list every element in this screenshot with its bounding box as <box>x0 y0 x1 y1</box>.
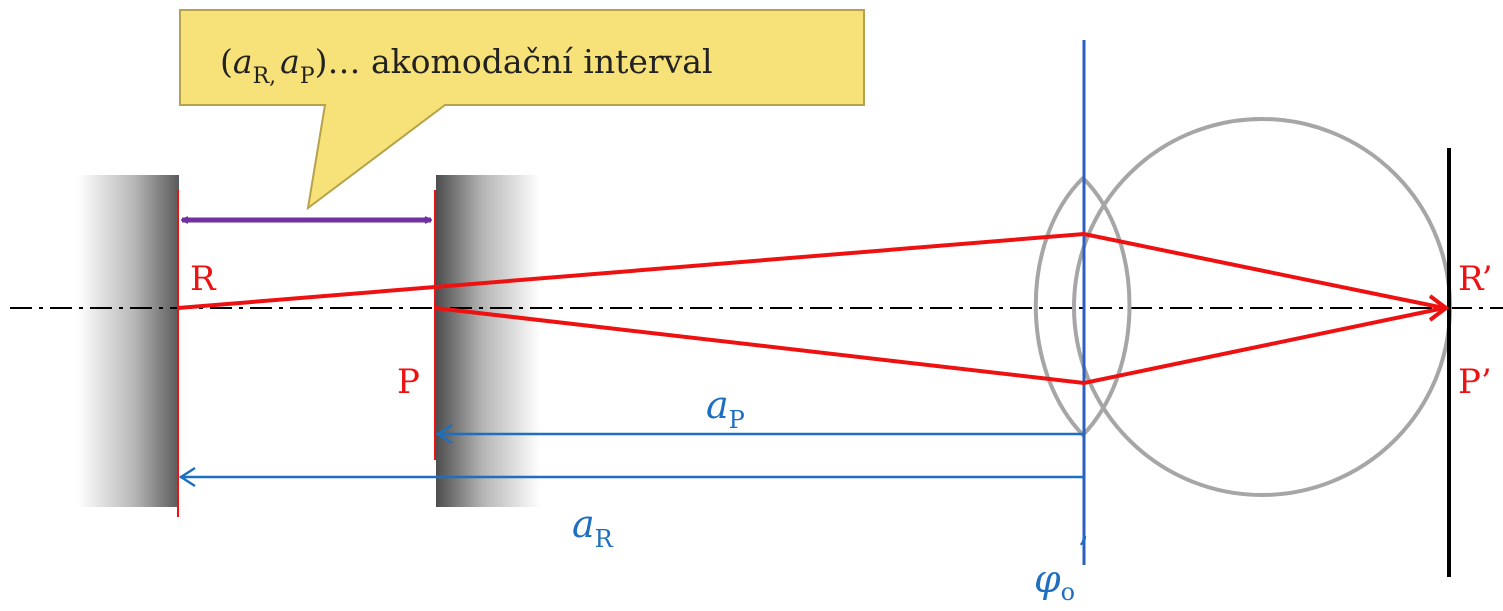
near-point-wall <box>436 175 540 507</box>
callout-bubble <box>179 9 865 211</box>
distance-aR-arrowhead <box>178 466 196 488</box>
label-phi-o-prime: φo’ <box>1034 529 1089 606</box>
label-aR: aR <box>572 502 614 553</box>
far-point-wall <box>78 175 179 507</box>
distance-aP-arrowhead <box>435 423 453 445</box>
image-arrowhead <box>1428 294 1450 322</box>
label-R: R <box>190 259 217 299</box>
label-P: P <box>397 362 420 402</box>
ray-from-P <box>434 306 1445 386</box>
callout-text: (aR,aP)… akomodační interval <box>220 42 713 89</box>
label-aP: aP <box>706 383 745 434</box>
label-R-prime: R’ <box>1458 259 1493 299</box>
label-P-prime: P’ <box>1458 362 1492 402</box>
ray-from-R <box>177 231 1445 310</box>
